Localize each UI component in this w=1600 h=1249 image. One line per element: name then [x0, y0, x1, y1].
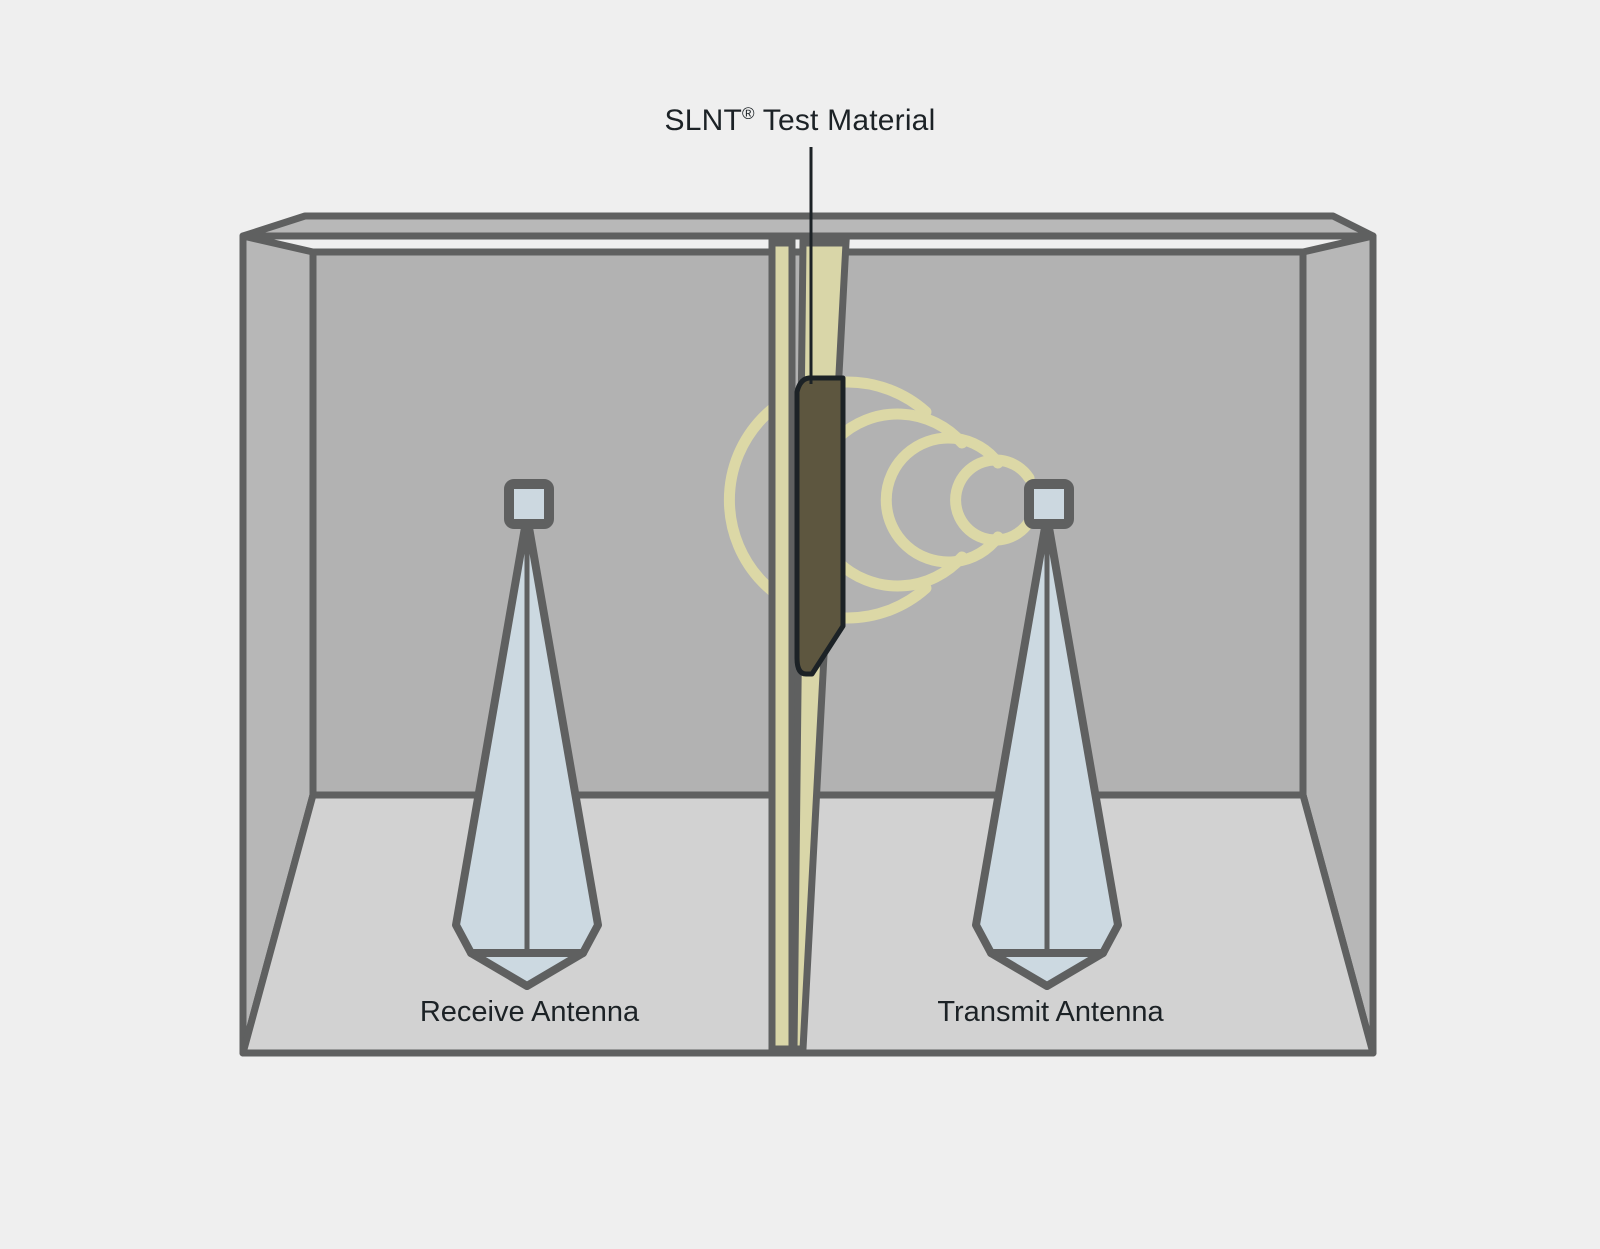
diagram-title-suffix: Test Material [754, 104, 936, 137]
receive-antenna-tip [467, 949, 587, 990]
diagram-title: SLNT® Test Material [0, 104, 1600, 138]
diagram-title-prefix: SLNT [664, 104, 743, 137]
receive-antenna-label: Receive Antenna [419, 996, 640, 1028]
chamber-ceiling [239, 212, 1377, 240]
horn-antenna-receive [452, 479, 602, 990]
wave-arc-3 [880, 432, 1004, 568]
slnt-test-material-panel [768, 239, 850, 1053]
horn-antenna-transmit [972, 479, 1122, 990]
transmit-antenna-tip [987, 949, 1107, 990]
wave-arc-4 [950, 454, 1035, 546]
transmit-antenna-head [1024, 479, 1074, 529]
transmit-antenna-label: Transmit Antenna [937, 996, 1164, 1028]
registered-trademark-icon: ® [742, 104, 755, 123]
test-material-leaf-far [768, 239, 796, 1053]
slnt-material-sample [794, 375, 846, 677]
wave-arc-1 [723, 376, 932, 624]
receive-antenna-head [504, 479, 554, 529]
